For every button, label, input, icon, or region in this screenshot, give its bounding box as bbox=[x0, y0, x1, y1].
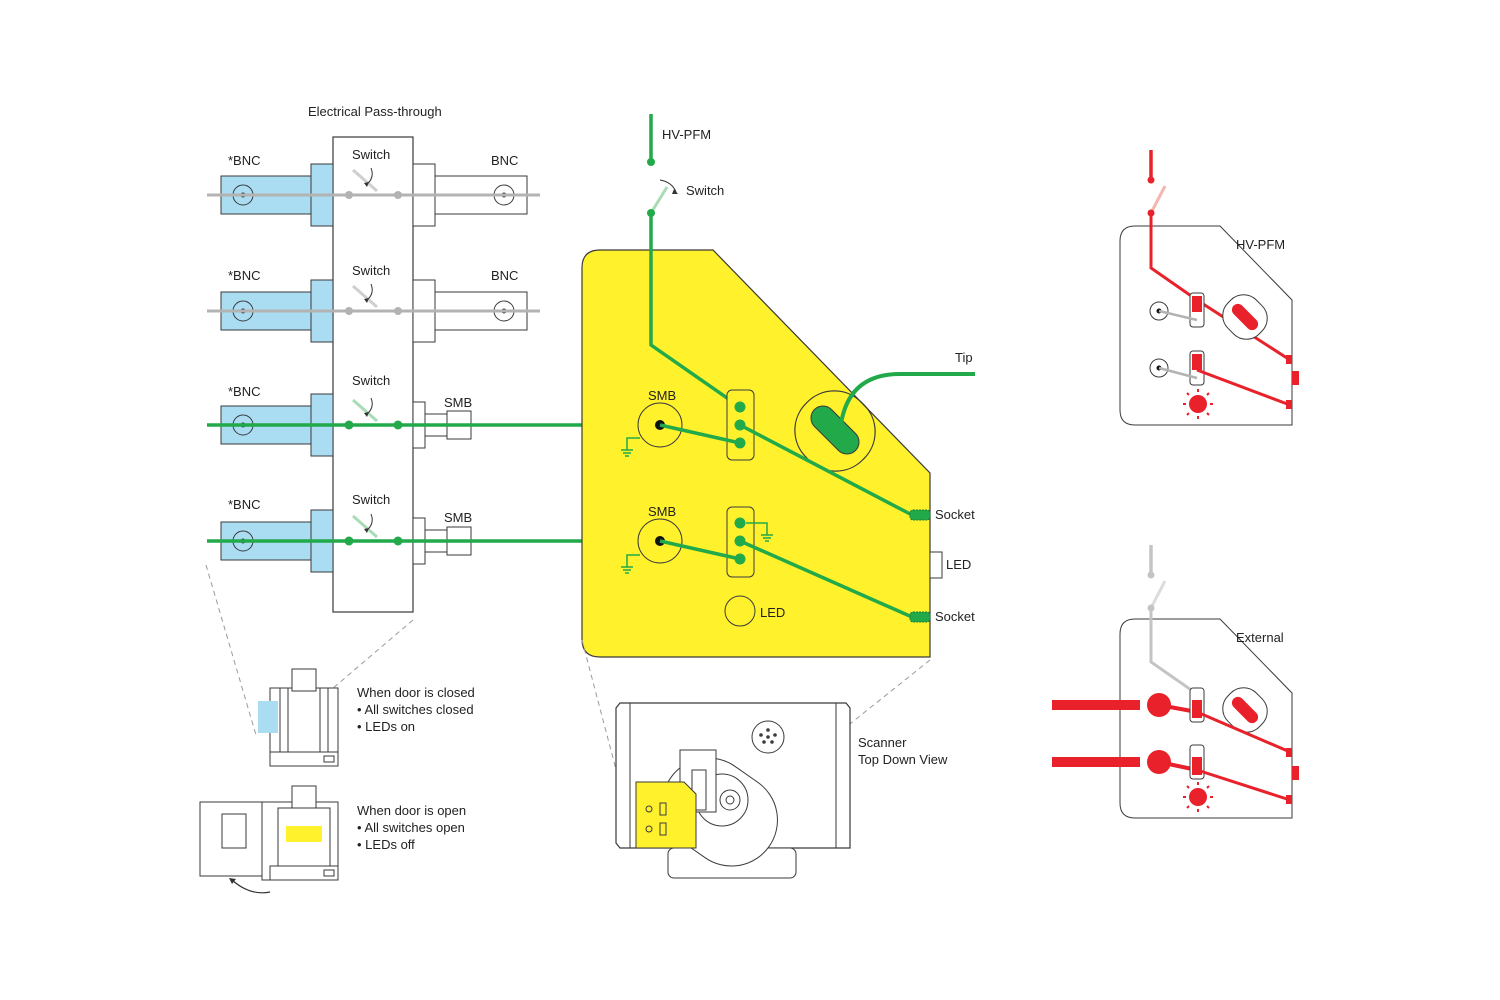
row-3-switch-label: Switch bbox=[352, 373, 390, 388]
hv-pfm-label: HV-PFM bbox=[662, 127, 711, 142]
row-4-left-label: *BNC bbox=[228, 497, 261, 512]
door-open-illustration: When door is open • All switches open • … bbox=[199, 785, 466, 894]
led-icon bbox=[1189, 788, 1207, 806]
switch-icon bbox=[649, 186, 669, 214]
ground-icon bbox=[746, 522, 768, 535]
led-side-label: LED bbox=[946, 557, 971, 572]
door-open-title: When door is open bbox=[357, 803, 466, 818]
mini-hv-label: HV-PFM bbox=[1236, 237, 1285, 252]
led-board-label: LED bbox=[760, 605, 785, 620]
door-closed-title: When door is closed bbox=[357, 685, 475, 700]
closed-passthrough-highlight bbox=[258, 701, 278, 733]
smb-bottom-label: SMB bbox=[648, 504, 676, 519]
led-icon bbox=[929, 551, 943, 579]
mini-ext-label: External bbox=[1236, 630, 1284, 645]
row-2-switch-label: Switch bbox=[352, 263, 390, 278]
row-3-right-label: SMB bbox=[444, 395, 472, 410]
row-4-right-label: SMB bbox=[444, 510, 472, 525]
smb-top-label: SMB bbox=[648, 388, 676, 403]
socket-icon bbox=[909, 509, 931, 521]
tip-holder bbox=[810, 405, 860, 455]
socket-top-label: Socket bbox=[935, 507, 975, 522]
door-closed-illustration: When door is closed • All switches close… bbox=[258, 668, 475, 767]
passthrough-row-2: *BNC Switch BNC bbox=[207, 263, 540, 343]
led-icon bbox=[724, 595, 756, 627]
board-switch-label: Switch bbox=[686, 183, 724, 198]
switch-icon bbox=[352, 398, 378, 423]
tip-wire bbox=[838, 372, 975, 433]
passthrough-title: Electrical Pass-through bbox=[308, 104, 442, 119]
socket-bottom-label: Socket bbox=[935, 609, 975, 624]
door-open-line1: • All switches open bbox=[357, 820, 465, 835]
led-icon bbox=[1189, 395, 1207, 413]
row-1-right-label: BNC bbox=[491, 153, 518, 168]
scanner-top-view: Scanner Top Down View bbox=[615, 702, 948, 879]
board-outline bbox=[581, 249, 931, 658]
switch-icon bbox=[1149, 185, 1167, 214]
electrical-passthrough: Electrical Pass-through *BNC Switch BNC … bbox=[205, 104, 660, 736]
ground-icon bbox=[626, 554, 640, 567]
row-4-switch-label: Switch bbox=[352, 492, 390, 507]
mini-board-external: External bbox=[1052, 545, 1299, 819]
switch-icon bbox=[352, 514, 378, 539]
row-1-left-label: *BNC bbox=[228, 153, 261, 168]
scanner-label-line2: Top Down View bbox=[858, 752, 948, 767]
open-arrow-icon bbox=[231, 879, 271, 894]
ground-icon bbox=[626, 437, 640, 450]
row-2-right-label: BNC bbox=[491, 268, 518, 283]
row-2-left-label: *BNC bbox=[228, 268, 261, 283]
scanner-label-line1: Scanner bbox=[858, 735, 907, 750]
passthrough-row-3: *BNC Switch SMB bbox=[207, 373, 660, 457]
scanner-board: Tip HV-PFM Switch SMB SMB bbox=[581, 114, 975, 851]
door-closed-line1: • All switches closed bbox=[357, 702, 474, 717]
mini-board-hv-pfm: HV-PFM bbox=[1119, 150, 1299, 426]
tip-label: Tip bbox=[955, 350, 973, 365]
switch-icon bbox=[352, 284, 378, 309]
socket-icon bbox=[909, 611, 931, 623]
door-open-line2: • LEDs off bbox=[357, 837, 415, 852]
door-closed-line2: • LEDs on bbox=[357, 719, 415, 734]
passthrough-row-1: *BNC Switch BNC bbox=[207, 147, 540, 227]
switch-icon bbox=[1149, 580, 1167, 609]
row-3-left-label: *BNC bbox=[228, 384, 261, 399]
row-1-switch-label: Switch bbox=[352, 147, 390, 162]
open-passthrough-highlight bbox=[286, 826, 322, 842]
switch-icon bbox=[352, 168, 378, 193]
